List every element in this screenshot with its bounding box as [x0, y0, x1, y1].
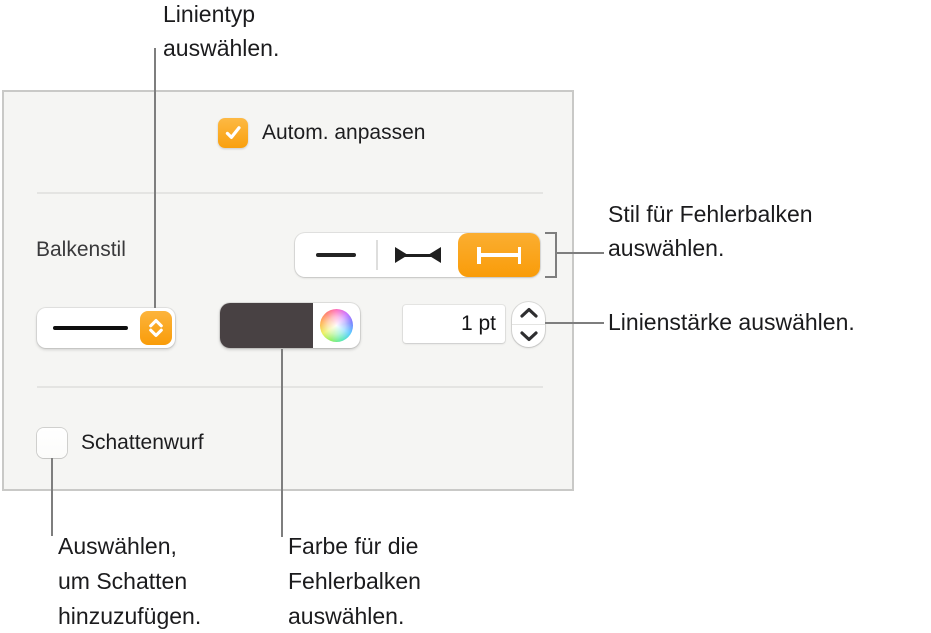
error-bar-style-segmented-control	[295, 233, 540, 277]
auto-fit-checkbox-label: Autom. anpassen	[262, 121, 426, 144]
chevron-down-icon	[519, 331, 538, 342]
callout-bracket-stil	[555, 232, 557, 278]
segment-arrow-caps[interactable]	[377, 233, 458, 277]
divider	[37, 386, 543, 388]
shadow-checkbox-label: Schattenwurf	[81, 431, 204, 454]
callout-bracket-top-tick	[545, 232, 556, 234]
check-icon	[225, 126, 241, 139]
error-bars-inspector-panel	[2, 90, 574, 491]
stepper-up-button[interactable]	[512, 302, 545, 324]
color-swatch[interactable]	[220, 303, 313, 348]
error-bar-color-well	[220, 303, 360, 348]
callout-text-stil: Stil für Fehlerbalken auswählen.	[608, 201, 813, 261]
callout-line-linientyp	[154, 48, 156, 308]
callout-line-stil	[557, 252, 604, 254]
callout-text-linienstaerke: Linienstärke auswählen.	[608, 309, 855, 335]
line-width-stepper	[512, 302, 545, 347]
auto-fit-checkbox[interactable]	[218, 118, 248, 148]
callout-bracket-bottom-tick	[545, 276, 556, 278]
bar-style-label: Balkenstil	[36, 238, 126, 261]
callout-line-farbe	[281, 349, 283, 537]
callout-text-farbe: Farbe für die Fehlerbalken auswählen.	[288, 533, 421, 629]
segment-plain-line[interactable]	[295, 233, 377, 277]
callout-line-linienstaerke	[545, 322, 604, 324]
shadow-checkbox[interactable]	[37, 428, 67, 458]
line-style-preview-icon	[53, 326, 128, 330]
color-wheel-button[interactable]	[313, 303, 360, 348]
popup-chevrons-button[interactable]	[140, 311, 172, 345]
callout-text-linientyp: Linientyp auswählen.	[163, 1, 280, 61]
segment-separator	[376, 240, 378, 270]
color-wheel-icon	[320, 309, 353, 342]
callout-line-schatten	[51, 458, 53, 536]
stepper-down-button[interactable]	[512, 325, 545, 347]
stepper-divider	[512, 323, 545, 326]
plain-line-icon	[316, 253, 356, 257]
line-width-field[interactable]: 1 pt	[403, 305, 505, 343]
chevron-up-icon	[519, 307, 538, 318]
up-down-chevrons-icon	[149, 318, 163, 338]
divider	[37, 192, 543, 194]
segment-flat-caps-selected[interactable]	[458, 233, 540, 277]
shadow-checkbox-row[interactable]: Schattenwurf	[37, 428, 204, 458]
line-with-arrow-caps-icon	[394, 247, 441, 263]
auto-fit-checkbox-row[interactable]: Autom. anpassen	[218, 118, 425, 148]
line-with-flat-caps-icon	[477, 246, 521, 264]
callout-text-schatten: Auswählen, um Schatten hinzuzufügen.	[58, 533, 202, 629]
line-type-popup-button[interactable]	[37, 308, 175, 348]
